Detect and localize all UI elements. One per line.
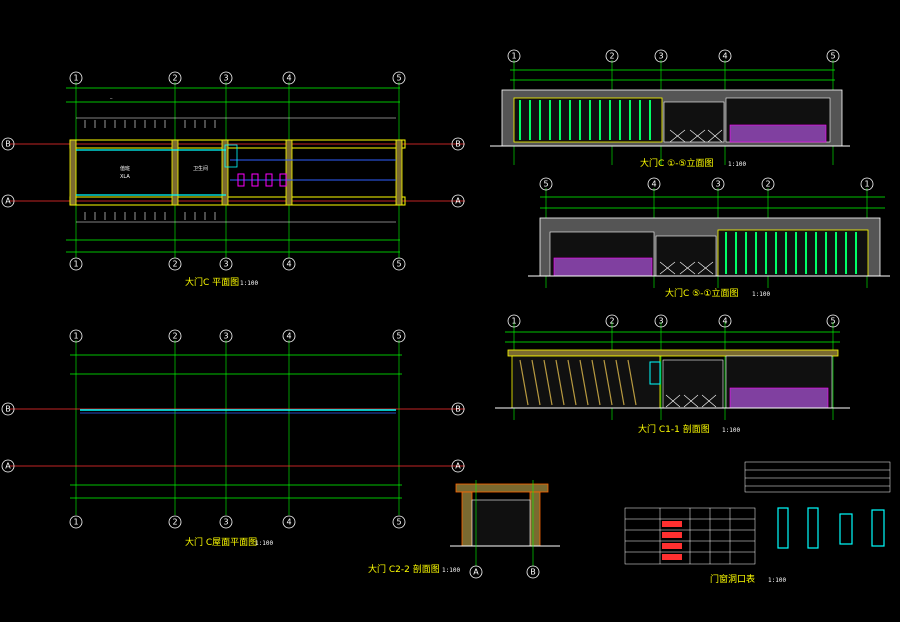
elevation-5-1-scale: 1:100 <box>752 291 770 298</box>
roof-plan: 1 2 3 4 5 1 2 3 4 5 B A B A 大门 C屋面平面图 1:… <box>1 329 465 548</box>
axis-2-label: 2 <box>172 332 177 341</box>
axis-1-label: 1 <box>73 260 78 269</box>
elevation-5-1-title: 大门C ⑤-①立面图 <box>665 287 739 299</box>
axis-2-label: 2 <box>609 317 614 326</box>
axis-5-label: 5 <box>396 260 401 269</box>
axis-4-label: 4 <box>286 332 291 341</box>
axis-B-label: B <box>455 140 461 149</box>
room-label-guard-code: XLA <box>120 174 130 180</box>
axis-2-label: 2 <box>172 74 177 83</box>
axis-5-label: 5 <box>396 74 401 83</box>
elevation-1-5-title: 大门C ①-⑤立面图 <box>640 157 714 169</box>
axis-3-label: 3 <box>223 74 228 83</box>
axis-1-label: 1 <box>511 52 516 61</box>
axis-4-label: 4 <box>651 180 656 189</box>
schedule-title: 门窗洞口表 <box>710 573 755 585</box>
axis-5-label: 5 <box>830 52 835 61</box>
axis-4-label: 4 <box>722 317 727 326</box>
plan-scale: 1:100 <box>240 280 258 287</box>
axis-A-label: A <box>473 568 479 577</box>
axis-4-label: 4 <box>286 518 291 527</box>
plan-axis-bubbles-bottom: 1 2 3 4 5 <box>69 257 406 271</box>
axis-2-label: 2 <box>765 180 770 189</box>
roof-plan-title: 大门 C屋面平面图 <box>185 536 257 548</box>
room-label-guard: 值班 <box>120 165 130 172</box>
axis-3-label: 3 <box>223 332 228 341</box>
axis-3-label: 3 <box>658 52 663 61</box>
axis-4-label: 4 <box>286 260 291 269</box>
axis-4-label: 4 <box>286 74 291 83</box>
axis-5-label: 5 <box>396 332 401 341</box>
axis-5-label: 5 <box>543 180 548 189</box>
axis-3-label: 3 <box>223 518 228 527</box>
plan-axis-bubbles-side: B A B A <box>1 137 465 208</box>
axis-4-label: 4 <box>722 52 727 61</box>
room-label-toilet: 卫生间 <box>193 165 208 172</box>
axis-B-label: B <box>455 405 461 414</box>
axis-2-label: 2 <box>172 260 177 269</box>
section-1-1-scale: 1:100 <box>722 427 740 434</box>
elevation-1-5-scale: 1:100 <box>728 161 746 168</box>
axis-1-label: 1 <box>73 332 78 341</box>
axis-1-label: 1 <box>511 317 516 326</box>
section-2-2-title: 大门 C2-2 剖面图 <box>368 563 440 575</box>
schedule-scale: 1:100 <box>768 577 786 584</box>
axis-A-label: A <box>5 197 11 206</box>
axis-B-label: B <box>5 405 11 414</box>
axis-B-label: B <box>5 140 11 149</box>
axis-A-label: A <box>455 197 461 206</box>
axis-3-label: 3 <box>715 180 720 189</box>
door-window-schedule: 门窗洞口表 1:100 <box>624 461 891 585</box>
section-1-1-title: 大门 C1-1 剖面图 <box>638 423 710 435</box>
section-2-2-scale: 1:100 <box>442 567 460 574</box>
axis-3-label: 3 <box>658 317 663 326</box>
axis-B-label: B <box>530 568 536 577</box>
plan-axis-bubbles-top: 1 2 3 4 5 <box>69 71 406 85</box>
section-1-1: 1 2 3 4 5 大门 C1-1 剖面图 1:100 <box>495 314 850 435</box>
axis-5-label: 5 <box>396 518 401 527</box>
elevation-5-1: 5 4 3 2 1 大门C ⑤-①立面图 1:100 <box>528 177 890 299</box>
axis-A-label: A <box>5 462 11 471</box>
svg-text:—: — <box>110 96 113 101</box>
axis-2-label: 2 <box>172 518 177 527</box>
roof-plan-scale: 1:100 <box>255 540 273 547</box>
axis-1-label: 1 <box>73 74 78 83</box>
axis-A-label: A <box>455 462 461 471</box>
elevation-1-5: 1 2 3 4 5 大门C ①-⑤立面图 1:100 <box>490 49 850 169</box>
axis-2-label: 2 <box>609 52 614 61</box>
axis-3-label: 3 <box>223 260 228 269</box>
axis-5-label: 5 <box>830 317 835 326</box>
floor-plan: 值班 XLA 卫生间 — 1 2 3 4 5 1 2 3 4 5 <box>1 71 465 288</box>
plan-title: 大门C 平面图 <box>185 276 239 288</box>
axis-1-label: 1 <box>864 180 869 189</box>
section-2-2: A B 大门 C2-2 剖面图 1:100 <box>368 480 560 579</box>
axis-1-label: 1 <box>73 518 78 527</box>
